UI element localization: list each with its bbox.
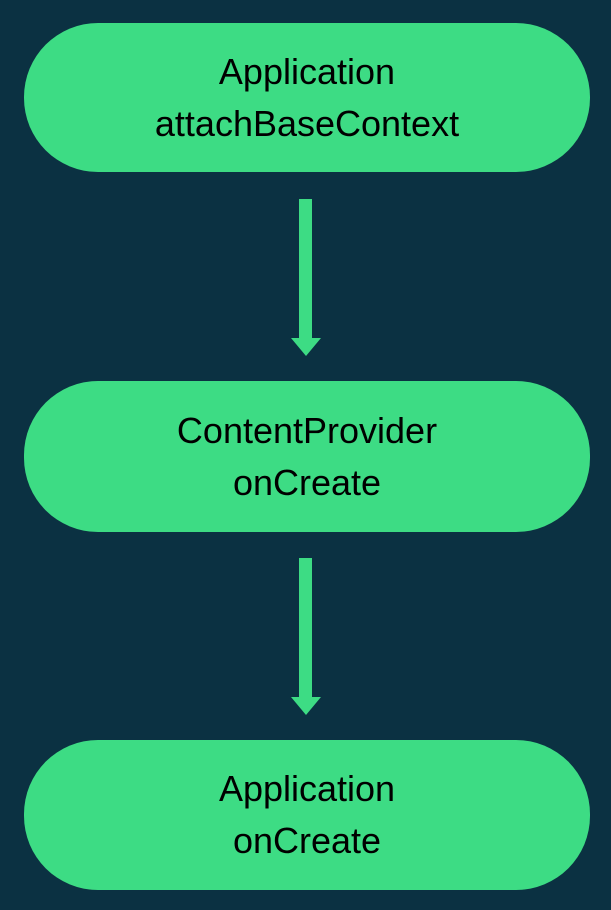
node-label-line-1: Application (218, 768, 396, 809)
node-label: Application attachBaseContext (155, 46, 459, 150)
node-label: ContentProvider onCreate (177, 405, 437, 509)
flow-node-application-attachbasecontext: Application attachBaseContext (24, 23, 590, 172)
arrow-shaft (299, 199, 312, 338)
arrow-shaft (299, 558, 312, 697)
flow-node-application-oncreate: Application onCreate (24, 740, 590, 890)
down-arrow (290, 199, 321, 356)
node-label-line-2: onCreate (232, 461, 382, 503)
arrow-head-icon (290, 697, 321, 715)
node-label-line-1: Application (218, 50, 396, 92)
flow-node-contentprovider-oncreate: ContentProvider onCreate (24, 381, 590, 532)
node-label-line-2: onCreate (232, 820, 382, 861)
node-label-line-2: attachBaseContext (154, 102, 460, 144)
node-label: Application onCreate (219, 763, 395, 867)
node-label-line-1: ContentProvider (176, 409, 438, 451)
arrow-head-icon (290, 338, 321, 356)
down-arrow (290, 558, 321, 715)
